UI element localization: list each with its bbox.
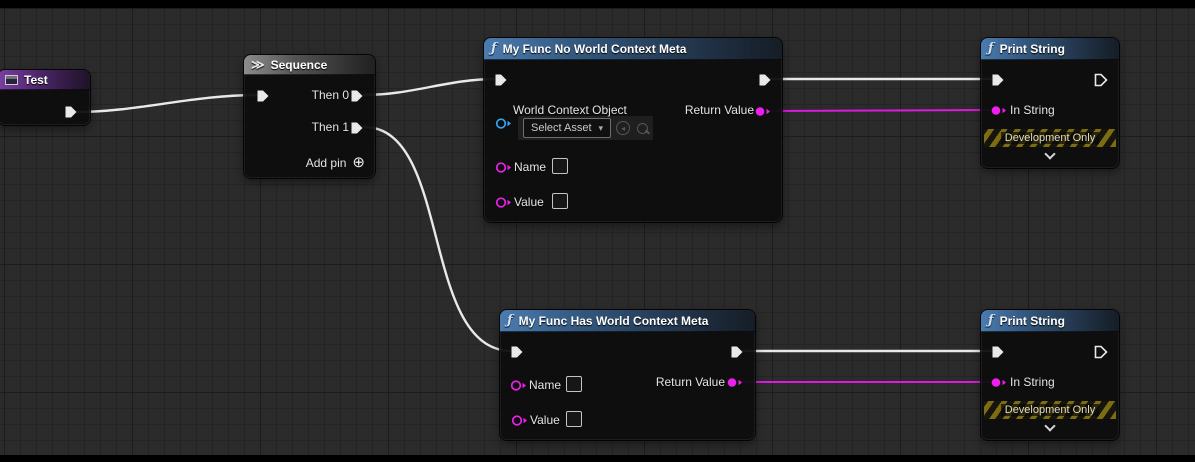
in-string-pin-label: In String [1010, 375, 1055, 389]
development-only-banner: Development Only [984, 401, 1116, 419]
chevron-down-icon [1044, 148, 1056, 160]
value-input-pin[interactable] [511, 414, 528, 427]
node-func-has-wcm-header[interactable]: ƒ My Func Has World Context Meta [500, 310, 755, 332]
node-title: Sequence [270, 57, 328, 72]
chevron-down-icon: ▾ [598, 122, 604, 133]
value-text-field[interactable] [566, 411, 582, 427]
func-has-wcm-exec-output-pin[interactable] [730, 345, 744, 359]
select-asset-label: Select Asset [531, 122, 592, 134]
print-top-exec-output-pin[interactable] [1094, 73, 1108, 87]
widget-blueprint-icon [5, 74, 18, 85]
node-title: Print String [999, 313, 1065, 328]
wire-exec-test-to-sequence[interactable] [72, 93, 260, 114]
development-only-label: Development Only [1000, 132, 1100, 144]
name-text-field[interactable] [552, 158, 568, 174]
sequence-icon: ≫ [251, 56, 265, 72]
expand-node-button[interactable] [1040, 148, 1060, 164]
node-title: My Func Has World Context Meta [518, 313, 709, 328]
browse-arrow-glyph: ◂ [621, 123, 626, 133]
node-print-string-bottom[interactable]: ƒ Print String In String Development Onl… [981, 310, 1119, 440]
expand-node-button[interactable] [1040, 420, 1060, 436]
name-text-field[interactable] [566, 376, 582, 392]
print-top-exec-input-pin[interactable] [991, 73, 1005, 87]
chevron-down-icon [1044, 420, 1056, 432]
search-asset-icon[interactable] [637, 122, 649, 134]
node-sequence-header[interactable]: ≫ Sequence [244, 55, 375, 75]
node-title: My Func No World Context Meta [502, 41, 687, 56]
node-print-bottom-header[interactable]: ƒ Print String [981, 310, 1119, 332]
browse-asset-icon[interactable]: ◂ [616, 121, 631, 135]
development-only-label: Development Only [1000, 404, 1100, 416]
node-test-header[interactable]: Test [0, 70, 90, 90]
node-title: Print String [999, 41, 1065, 56]
then1-pin-label: Then 1 [311, 120, 349, 134]
name-pin-label: Name [514, 160, 547, 174]
add-pin-button[interactable]: Add pin ⊕ [306, 155, 365, 170]
print-bottom-exec-output-pin[interactable] [1094, 345, 1108, 359]
value-pin-label: Value [514, 195, 544, 209]
wire-data-return-to-instring-top[interactable] [766, 109, 995, 112]
func-has-wcm-exec-input-pin[interactable] [510, 345, 524, 359]
world-context-object-input-pin[interactable] [495, 117, 512, 130]
sequence-exec-input-pin[interactable] [256, 89, 270, 103]
test-exec-output-pin[interactable] [64, 105, 78, 119]
name-pin-label: Name [529, 378, 562, 392]
return-value-label: Return Value [684, 103, 754, 117]
func-no-wcm-exec-input-pin[interactable] [494, 73, 508, 87]
node-sequence[interactable]: ≫ Sequence Then 0 Then 1 Add pin ⊕ [244, 55, 375, 178]
node-my-func-no-world-context-meta[interactable]: ƒ My Func No World Context Meta World Co… [484, 38, 782, 222]
top-black-bar [0, 0, 1195, 8]
development-only-banner: Development Only [984, 129, 1116, 147]
wire-exec-then1-to-func-has-wcm[interactable] [362, 125, 514, 353]
print-bottom-exec-input-pin[interactable] [991, 345, 1005, 359]
value-text-field[interactable] [552, 193, 568, 209]
in-string-input-pin[interactable] [990, 376, 1007, 389]
function-icon: ƒ [988, 313, 994, 328]
name-input-pin[interactable] [495, 161, 512, 174]
then1-exec-output-pin[interactable] [350, 121, 364, 135]
wire-exec-then0-to-func-no-wcm[interactable] [362, 77, 498, 97]
in-string-input-pin[interactable] [990, 104, 1007, 117]
function-icon: ƒ [491, 41, 497, 56]
return-value-label: Return Value [655, 375, 725, 389]
in-string-pin-label: In String [1010, 103, 1055, 117]
value-pin-label: Value [530, 413, 560, 427]
add-pin-icon: ⊕ [352, 154, 365, 171]
asset-picker-group: Select Asset ▾ ◂ [518, 116, 654, 140]
node-print-top-header[interactable]: ƒ Print String [981, 38, 1119, 60]
node-my-func-has-world-context-meta[interactable]: ƒ My Func Has World Context Meta Name Re… [500, 310, 755, 440]
value-input-pin[interactable] [495, 196, 512, 209]
func-no-wcm-exec-output-pin[interactable] [758, 73, 772, 87]
function-icon: ƒ [507, 313, 513, 328]
return-value-output-pin[interactable] [754, 105, 771, 118]
then0-exec-output-pin[interactable] [350, 89, 364, 103]
node-print-string-top[interactable]: ƒ Print String In String Development Onl… [981, 38, 1119, 168]
add-pin-label: Add pin [305, 155, 347, 170]
node-func-no-wcm-header[interactable]: ƒ My Func No World Context Meta [484, 38, 782, 60]
function-icon: ƒ [988, 41, 994, 56]
then0-pin-label: Then 0 [311, 88, 349, 102]
select-asset-dropdown[interactable]: Select Asset ▾ [523, 118, 612, 138]
name-input-pin[interactable] [510, 379, 527, 392]
node-title: Test [24, 72, 48, 87]
node-test[interactable]: Test [0, 70, 90, 125]
world-context-object-label: World Context Object [513, 103, 627, 117]
return-value-output-pin[interactable] [726, 376, 743, 389]
bottom-black-bar [0, 455, 1195, 462]
